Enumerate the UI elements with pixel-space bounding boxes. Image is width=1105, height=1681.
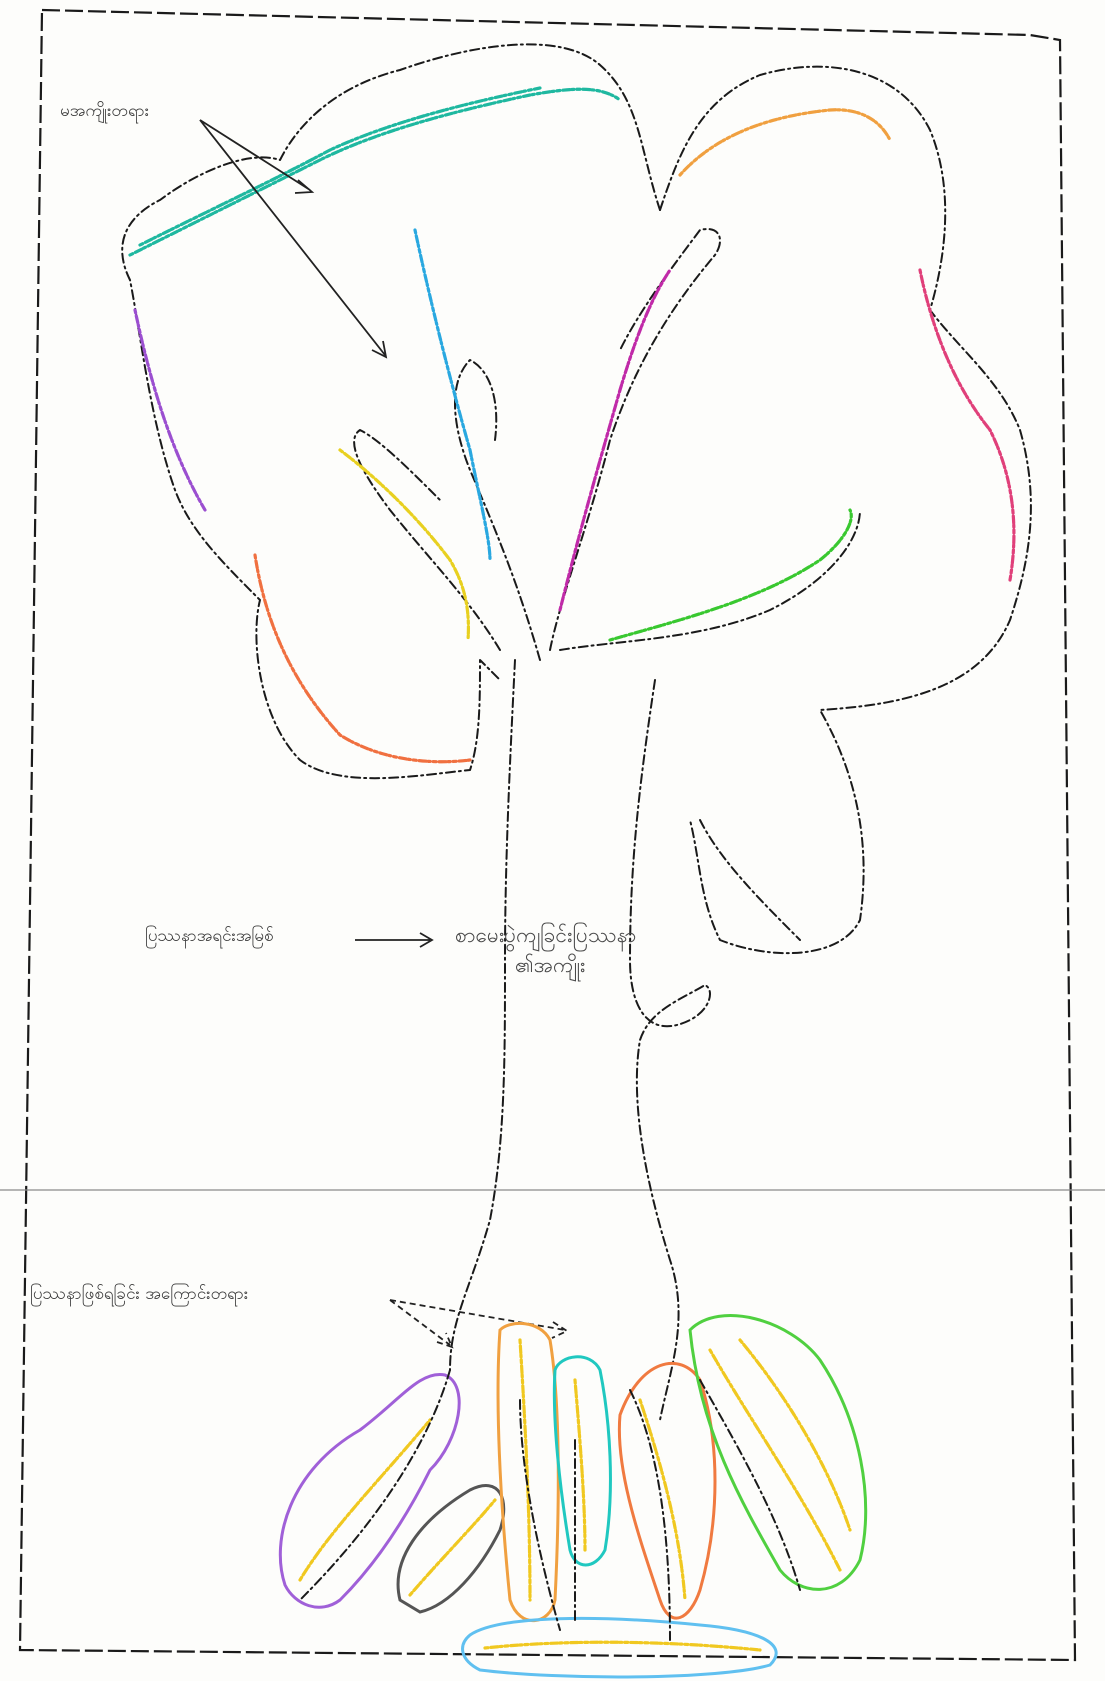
trunk-right-outline — [630, 680, 710, 1420]
branch-inner-5 — [700, 820, 800, 940]
trunk-text-line-2: ၏အကျိုး — [515, 950, 585, 980]
branch-inner-1 — [550, 229, 720, 650]
branch-inner-4 — [560, 510, 860, 650]
canopy-left-outline — [122, 44, 660, 778]
arrow-roots-1 — [390, 1300, 452, 1347]
arrow-trunk — [355, 933, 432, 947]
root-text-cyan — [575, 1380, 585, 1550]
leaf-text-yellow — [340, 450, 468, 640]
page-frame — [20, 10, 1075, 1660]
leaf-text-coral — [255, 555, 470, 762]
leaf-text-magenta — [560, 270, 670, 610]
arrow-leaves-2 — [200, 120, 386, 357]
trunk-text-line-1: စာမေးပွဲကျခြင်းပြဿနာ — [455, 920, 636, 950]
leaf-text-green-right — [610, 510, 851, 640]
root-text-purple — [300, 1420, 430, 1580]
root-text-green-2 — [740, 1340, 850, 1530]
leaf-text-orange-top — [680, 110, 890, 175]
leaf-text-cyan — [415, 230, 490, 560]
root-text-gray — [410, 1500, 495, 1595]
arrow-leaves-1 — [200, 120, 312, 193]
root-text-lightblue — [485, 1642, 760, 1650]
trunk-label: ပြဿနာအရင်းအမြစ် — [145, 925, 274, 950]
canopy-right-outline — [660, 67, 1031, 953]
root-lines — [300, 1370, 800, 1640]
trunk-left-outline — [450, 660, 515, 1370]
leaves-label: မအကျိုးတရား — [60, 100, 149, 125]
roots-label: ပြဿနာဖြစ်ရခြင်း အကြောင်းတရား — [30, 1283, 248, 1308]
root-bubble-green — [690, 1316, 866, 1590]
branch-inner-3 — [354, 430, 500, 650]
leaf-text-purple — [135, 310, 205, 510]
leaf-text-teal-top — [130, 89, 620, 255]
